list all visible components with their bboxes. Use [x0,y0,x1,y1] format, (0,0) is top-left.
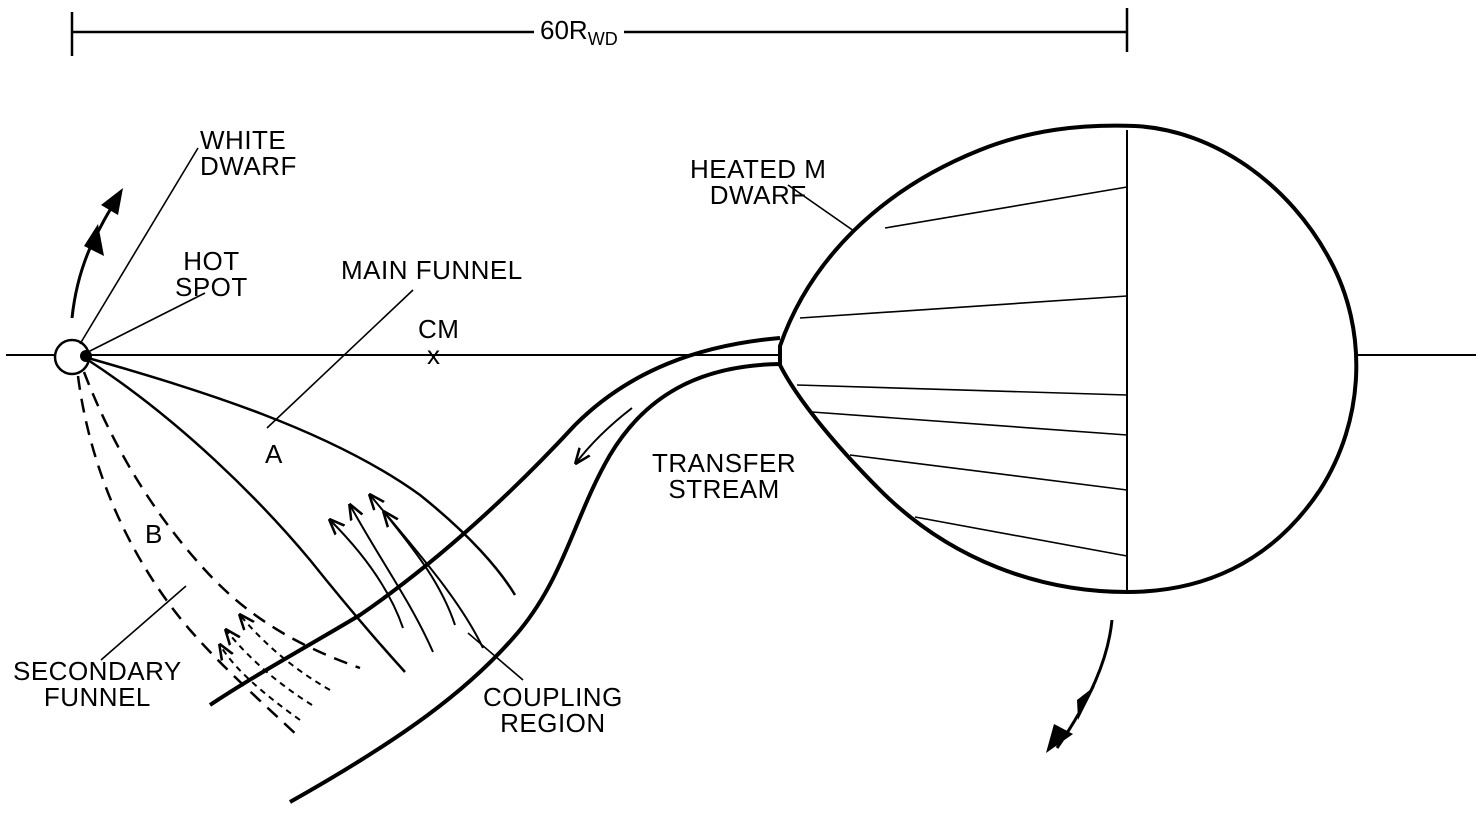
label-coupling-region-line-2: REGION [500,708,606,738]
scale-label: 60RWD [534,15,624,50]
secondary-funnel [76,371,361,739]
wd-orbit-arrow [70,188,123,319]
label-region-a: A [265,439,283,469]
label-coupling-region: COUPLING REGION [483,684,623,736]
coupling-field-lines [330,495,484,653]
md-orbit-arrow [1046,619,1114,753]
label-heated-m-dwarf-line-1: HEATED M [690,154,827,184]
label-transfer-stream: TRANSFER STREAM [652,450,796,502]
label-hot-spot-line-2: SPOT [175,272,248,302]
stream-flow-arrow [576,407,633,463]
scale-unit: R [568,15,588,45]
label-transfer-stream-line-2: STREAM [668,474,780,504]
label-secondary-funnel-line-1: SECONDARY [13,656,182,686]
label-secondary-funnel-line-2: FUNNEL [43,682,151,712]
label-main-funnel: MAIN FUNNEL [341,255,523,285]
label-heated-m-dwarf: HEATED M DWARF [690,156,826,208]
scale-unit-sub: WD [587,29,618,49]
main-funnel [87,356,517,673]
m-dwarf [778,123,1359,595]
label-hot-spot-line-1: HOT [183,246,240,276]
cm-marker: x [427,340,441,370]
scale-value: 60 [540,15,569,45]
label-heated-m-dwarf-line-2: DWARF [709,180,807,210]
label-transfer-stream-line-1: TRANSFER [652,448,797,478]
label-region-b: B [145,519,163,549]
label-hot-spot: HOT SPOT [175,248,248,300]
label-secondary-funnel: SECONDARY FUNNEL [13,658,182,710]
label-white-dwarf-line-1: WHITE [200,125,287,155]
leader-lines [79,147,918,681]
label-white-dwarf: WHITE DWARF [200,127,297,179]
secondary-field-lines [220,615,331,721]
transfer-stream [208,336,781,804]
label-cm: CM [418,314,460,344]
label-white-dwarf-line-2: DWARF [200,151,297,181]
label-coupling-region-line-1: COUPLING [483,682,623,712]
